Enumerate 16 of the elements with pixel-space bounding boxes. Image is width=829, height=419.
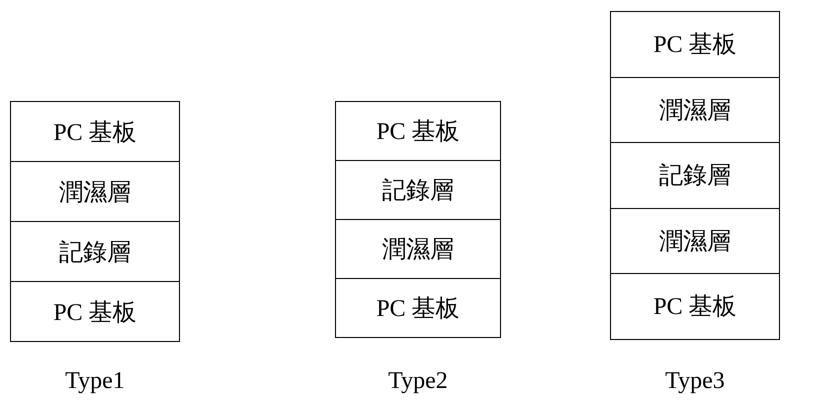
layer-box: 記錄層 [610,142,780,208]
layer-box: PC 基板 [610,11,780,78]
layer-box: PC 基板 [10,281,180,342]
stack-label: Type3 [664,368,726,395]
layer-box: 潤濕層 [610,76,780,143]
stack-label: Type1 [64,368,126,395]
stack-label: Type2 [387,368,449,395]
layer-box: 記錄層 [10,221,180,282]
layer-box: 記錄層 [335,160,501,220]
layer-box: PC 基板 [10,101,180,162]
layer-box: PC 基板 [335,278,501,338]
layer-box: PC 基板 [335,101,501,161]
layer-box: PC 基板 [610,273,780,340]
layer-box: 潤濕層 [610,208,780,274]
layer-box: 潤濕層 [10,161,180,222]
layer-box: 潤濕層 [335,219,501,279]
